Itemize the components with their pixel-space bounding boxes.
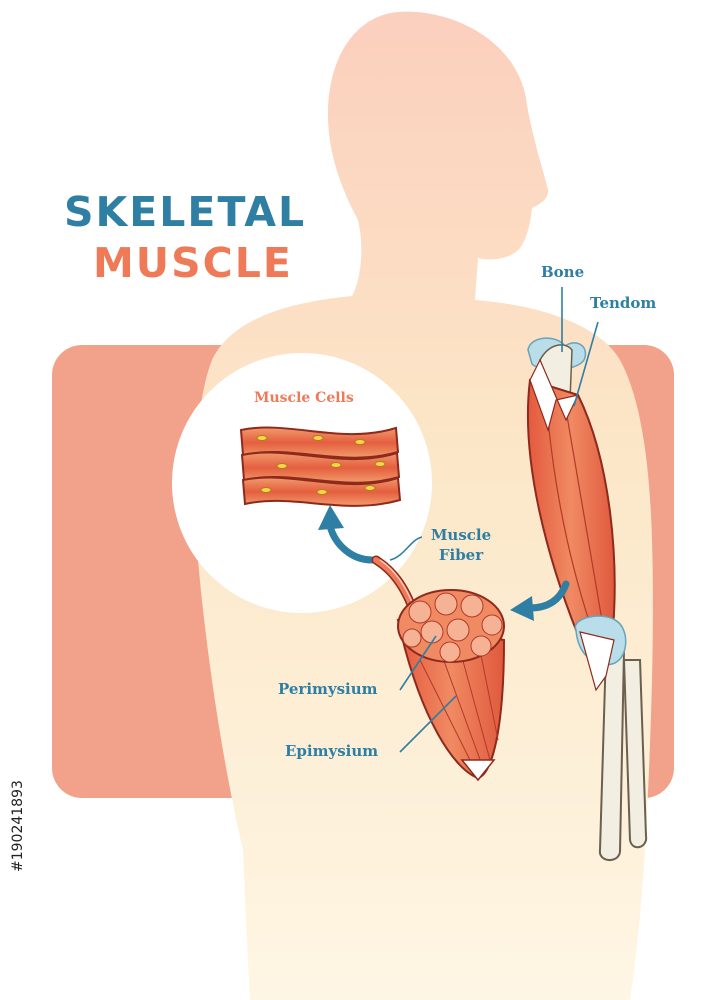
title-muscle: MUSCLE [93, 239, 293, 287]
leader-line-tendon [573, 321, 599, 407]
leader-line-epimysium [399, 695, 457, 753]
label-tendon: Tendom [590, 294, 657, 312]
curved-arrow-icon [510, 580, 570, 621]
label-muscle-cells: Muscle Cells [254, 390, 354, 406]
label-epimysium: Epimysium [285, 742, 379, 760]
label-perimysium: Perimysium [278, 680, 378, 698]
leader-lines [389, 287, 599, 753]
title-skeletal: SKELETAL [64, 188, 307, 236]
label-muscle-fiber-line1: Muscle [430, 526, 492, 544]
stock-id: #190241893 [10, 780, 26, 872]
curved-arrow-icon [318, 505, 376, 564]
label-muscle-fiber-line2: Fiber [438, 546, 484, 565]
label-muscle-fiber: Muscle Fiber [427, 525, 495, 566]
muscle-bundle [396, 589, 506, 782]
muscle-cells-illustration [239, 426, 402, 507]
leader-line-perimysium [399, 635, 437, 691]
arm-anatomy [526, 337, 648, 861]
leader-line-muscle-fiber [389, 536, 423, 561]
label-bone: Bone [541, 263, 585, 281]
